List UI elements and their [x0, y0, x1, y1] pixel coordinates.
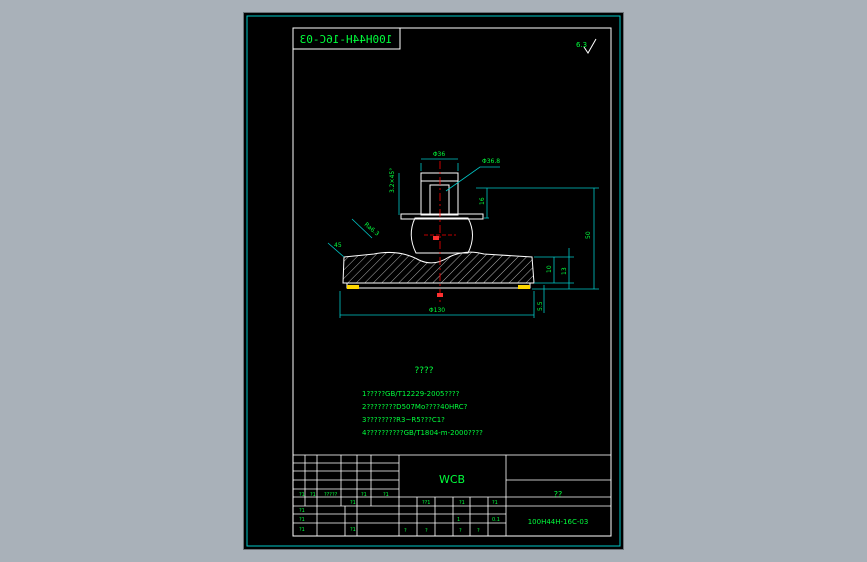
technical-notes: ???? 1?????GB/T12229-2005???? 2????????D… — [362, 366, 483, 437]
svg-text:?: ? — [425, 528, 428, 534]
title-block — [292, 454, 612, 537]
dimension-labels: Φ36 3.2×45° 16 50 10 13 Φ130 5.5 Φ36.8 4… — [334, 151, 592, 314]
dim-left-angle: 45 — [334, 242, 342, 249]
ball-neck — [410, 217, 473, 254]
stem-slot — [429, 184, 450, 216]
dim-total-height: 50 — [585, 231, 592, 239]
svg-text:?1: ?1 — [361, 492, 367, 498]
scale-value: 0.1 — [492, 517, 500, 523]
svg-text:?1: ?1 — [492, 500, 498, 506]
neck-collar — [400, 213, 484, 220]
dim-top-width: Φ36 — [433, 151, 446, 158]
dim-right-small: 13 — [561, 267, 568, 275]
svg-text:??1: ??1 — [422, 500, 431, 506]
dim-top-height: 3.2×45° — [389, 168, 396, 193]
note-3: 3????????R3~R5???C1? — [362, 416, 445, 424]
weight-value: 1 — [457, 517, 460, 523]
svg-text:?1: ?1 — [383, 492, 389, 498]
note-4: 4??????????GB/T1804-m-2000???? — [362, 429, 483, 437]
svg-text:?1: ?1 — [350, 500, 356, 506]
drawing-svg: 100H44H-16C-03 6.3 — [246, 15, 621, 547]
base-disc-section — [342, 251, 535, 284]
svg-text:?1: ?1 — [310, 492, 316, 498]
dim-neck: 16 — [479, 197, 486, 205]
dim-left-note: Ra6.3 — [363, 221, 381, 238]
part-number-box — [292, 27, 401, 50]
svg-text:?1: ?1 — [350, 527, 356, 533]
roughness-symbol-icon: 6.3 — [576, 38, 597, 54]
drawing-number: 100H44H-16C-03 — [528, 518, 589, 526]
svg-text:?: ? — [404, 528, 407, 534]
svg-text:?1: ?1 — [299, 508, 305, 514]
base-bottom — [346, 282, 531, 289]
drawing-sheet: 100H44H-16C-03 6.3 — [244, 13, 623, 549]
note-2: 2????????D507Mo????40HRC? — [362, 403, 468, 411]
dim-bottom-width: Φ130 — [429, 307, 445, 314]
part-view — [342, 161, 535, 303]
notes-title: ???? — [414, 366, 433, 376]
dimensions — [327, 158, 599, 318]
dim-flange: 10 — [546, 265, 553, 273]
dim-bottom-thk: 5.5 — [537, 301, 544, 311]
stem — [420, 172, 459, 216]
note-1: 1?????GB/T12229-2005???? — [362, 390, 460, 398]
svg-text:?1: ?1 — [299, 517, 305, 523]
dim-callout: Φ36.8 — [482, 158, 500, 165]
svg-text:6.3: 6.3 — [576, 41, 587, 49]
title-cell: ?? — [554, 490, 563, 499]
part-number-mirrored: 100H44H-16C-03 — [300, 33, 393, 46]
svg-text:?1: ?1 — [299, 527, 305, 533]
seat-left — [347, 285, 359, 289]
svg-text:?????: ????? — [324, 492, 338, 498]
material-label: WCB — [439, 473, 465, 486]
svg-text:?: ? — [477, 528, 480, 534]
seat-right — [518, 285, 530, 289]
title-block-text: WCB ?? 100H44H-16C-03 ?1 ?1 ????? ?1 ?1 … — [299, 473, 588, 534]
svg-text:?: ? — [459, 528, 462, 534]
svg-text:?1: ?1 — [299, 492, 305, 498]
svg-text:?1: ?1 — [459, 500, 465, 506]
outer-frame — [246, 15, 621, 547]
